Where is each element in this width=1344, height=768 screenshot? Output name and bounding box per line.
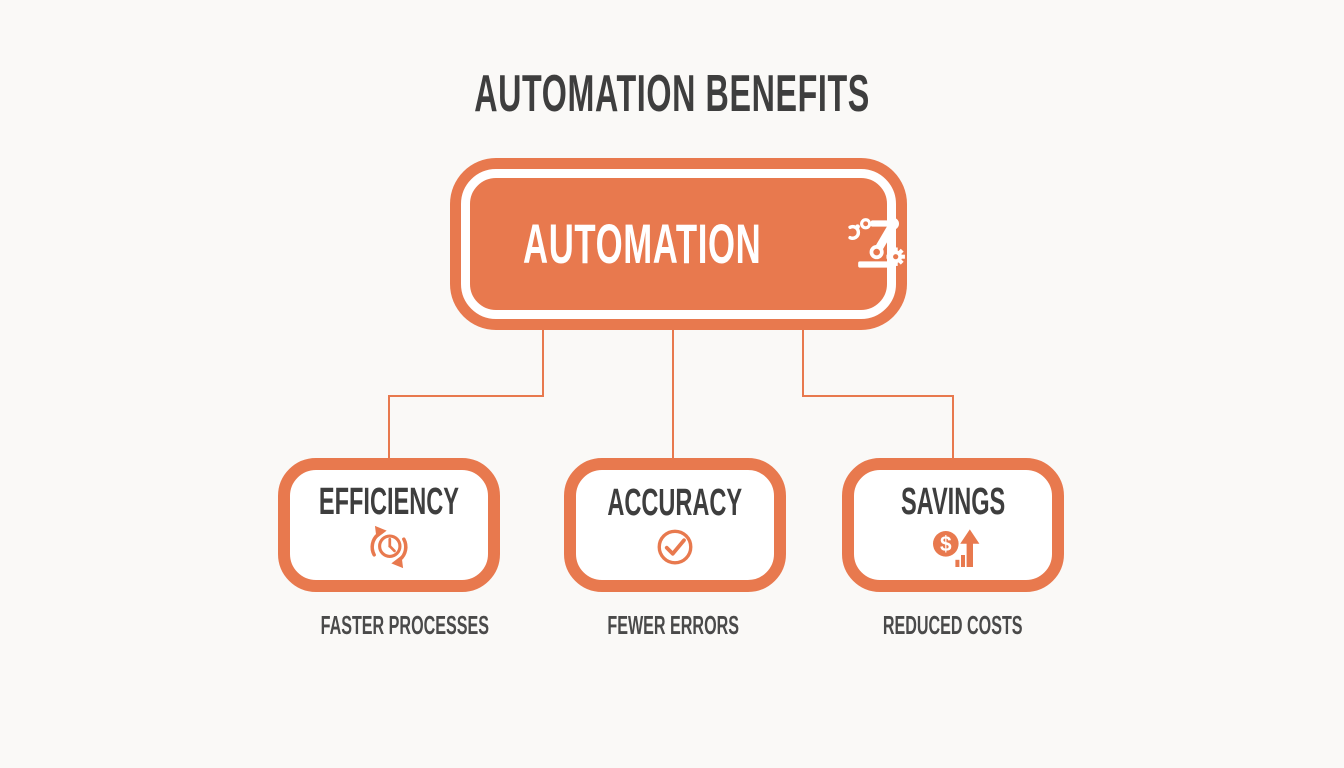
benefit-card-savings: SAVINGS $ [842, 458, 1064, 592]
connector-left-stem [542, 330, 544, 397]
connector-right-horizontal [802, 395, 954, 397]
connector-middle [672, 330, 674, 458]
connector-left-horizontal [388, 395, 544, 397]
page-title-text: AUTOMATION BENEFITS [474, 65, 870, 123]
money-growth-icon: $ [933, 528, 980, 567]
automation-node-content: AUTOMATION [450, 158, 907, 330]
benefit-label: EFFICIENCY [318, 480, 460, 523]
robot-arm-icon [848, 217, 906, 268]
benefit-caption-savings: REDUCED COSTS [883, 610, 1023, 640]
benefit-card-efficiency: EFFICIENCY [278, 458, 500, 592]
benefit-label: ACCURACY [607, 481, 743, 524]
benefit-caption-efficiency: FASTER PROCESSES [320, 610, 490, 640]
check-circle-icon [657, 529, 693, 564]
clock-refresh-icon [370, 525, 408, 568]
gear-icon [886, 247, 906, 266]
page-title: AUTOMATION BENEFITS [0, 64, 1344, 124]
benefit-caption-accuracy: FEWER ERRORS [607, 610, 739, 640]
benefit-label: SAVINGS [900, 480, 1006, 523]
automation-node-inner-ring [461, 169, 896, 319]
automation-node: AUTOMATION [450, 158, 907, 330]
connector-right-stem [802, 330, 804, 397]
automation-node-label: AUTOMATION [523, 212, 762, 275]
svg-text:$: $ [940, 533, 952, 556]
benefit-card-accuracy: ACCURACY [564, 458, 786, 592]
connector-right-drop [952, 395, 954, 458]
connector-left-drop [388, 395, 390, 458]
